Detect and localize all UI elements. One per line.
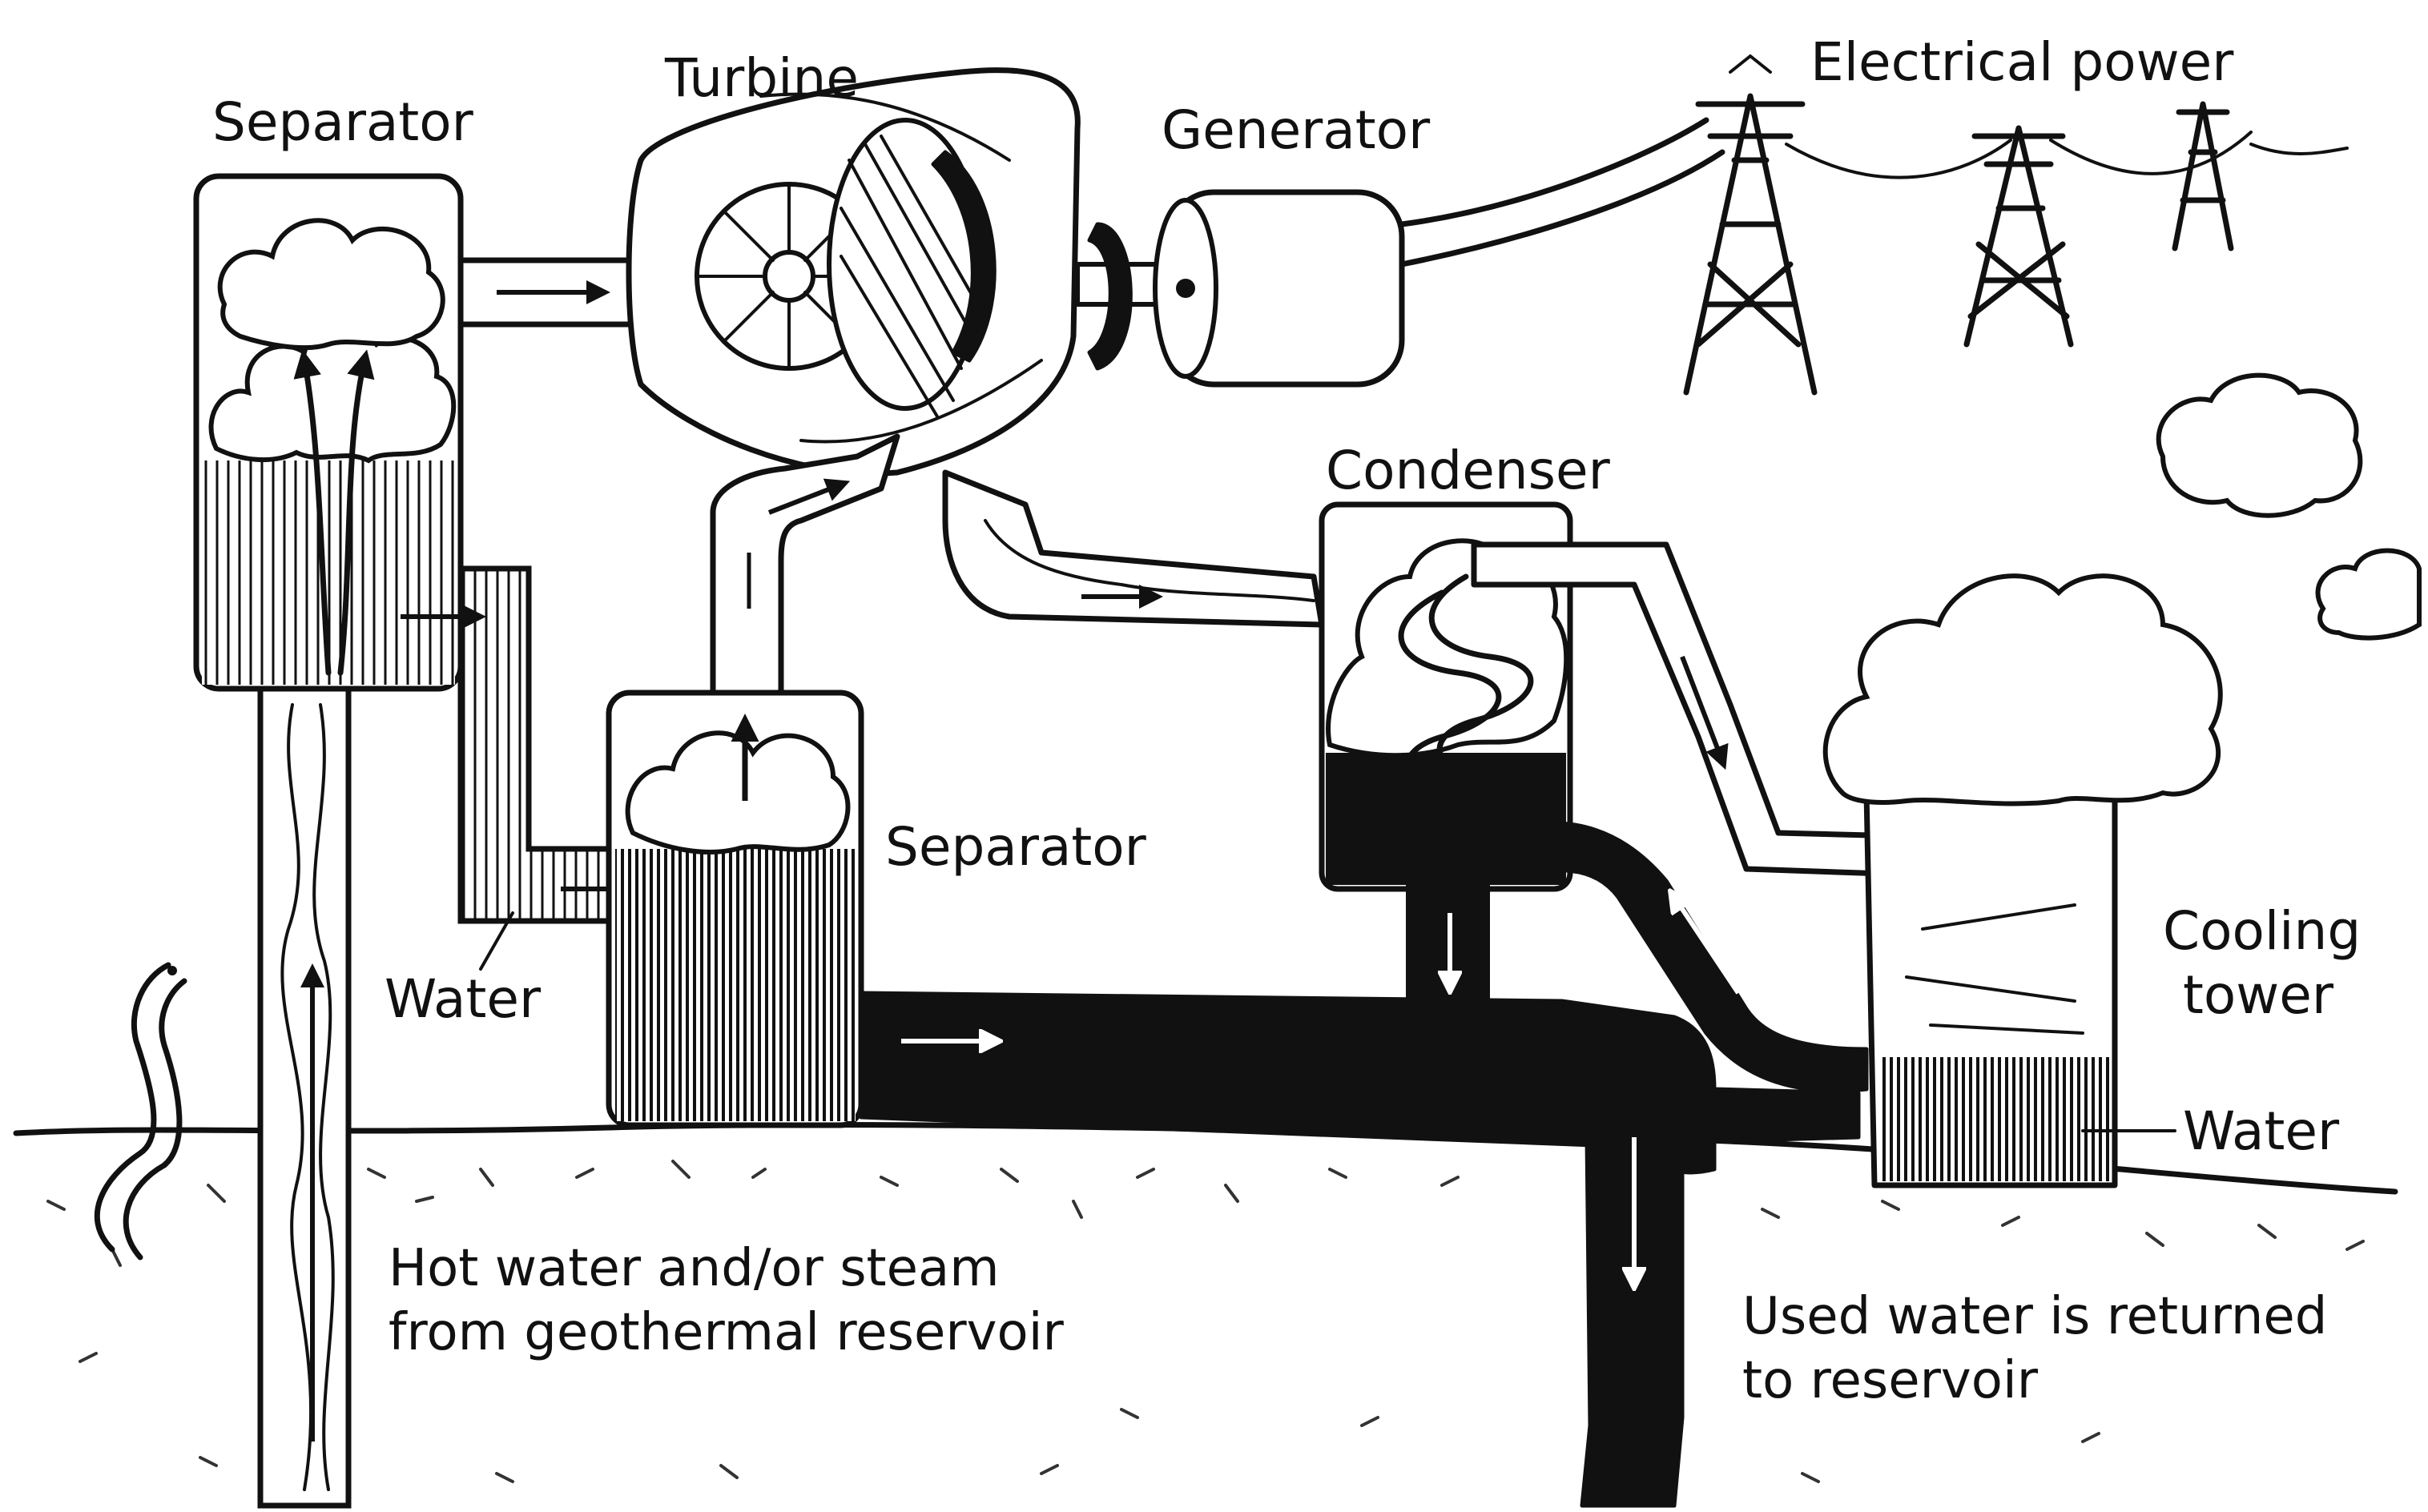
label-water-left: Water <box>385 968 542 1030</box>
label-electrical-power: Electrical power <box>1810 31 2234 93</box>
label-water-right: Water <box>2183 1100 2340 1162</box>
ground-specks <box>46 1160 2365 1483</box>
label-separator-top: Separator <box>212 91 474 153</box>
label-separator-mid: Separator <box>885 816 1147 878</box>
turbine <box>626 67 1081 477</box>
steam-cloud <box>208 218 457 464</box>
label-turbine: Turbine <box>664 47 859 109</box>
steam-pipe-lower <box>710 433 900 696</box>
worm-illustration <box>94 962 187 1261</box>
production-well <box>257 686 352 1509</box>
label-generator: Generator <box>1162 99 1431 161</box>
label-hot-water-1: Hot water and/or steam <box>389 1239 1000 1298</box>
first-separator <box>193 173 464 692</box>
second-separator <box>606 690 864 1128</box>
cooling-tower-steam <box>1822 372 2422 806</box>
exhaust-pipe-to-condenser <box>942 469 1325 628</box>
labels: Separator Turbine Generator Electrical p… <box>212 31 2361 1410</box>
label-used-water-2: to reservoir <box>1742 1351 2039 1410</box>
power-tower-1 <box>1683 54 1818 396</box>
label-cooling: Cooling <box>2163 900 2361 962</box>
power-tower-3 <box>2172 101 2234 251</box>
label-hot-water-2: from geothermal reservoir <box>389 1303 1064 1362</box>
label-condenser: Condenser <box>1326 440 1611 501</box>
used-water-pipes <box>859 821 1869 1508</box>
generator <box>1075 189 1405 388</box>
cooling-tower <box>1822 372 2422 1188</box>
label-used-water-1: Used water is returned <box>1742 1287 2327 1346</box>
turbine-rotor <box>695 118 997 418</box>
label-tower: tower <box>2183 964 2334 1026</box>
transmission-lines <box>1399 54 2349 396</box>
power-tower-2 <box>1963 125 2074 348</box>
